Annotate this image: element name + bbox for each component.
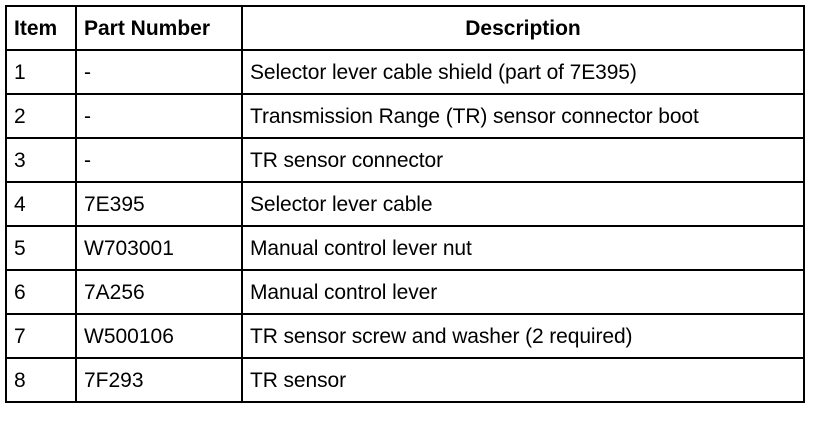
cell-item: 8 [5, 357, 77, 403]
cell-description: Selector lever cable [241, 181, 805, 227]
cell-description: TR sensor screw and washer (2 required) [241, 313, 805, 359]
table-row: 4 7E395 Selector lever cable [5, 181, 805, 227]
cell-item: 5 [5, 225, 77, 271]
table-row: 3 - TR sensor connector [5, 137, 805, 183]
cell-part-number: 7F293 [75, 357, 243, 403]
cell-item: 2 [5, 93, 77, 139]
table-row: 8 7F293 TR sensor [5, 357, 805, 403]
cell-part-number: W703001 [75, 225, 243, 271]
header-row: Item Part Number Description [5, 5, 805, 51]
table-row: 6 7A256 Manual control lever [5, 269, 805, 315]
cell-item: 7 [5, 313, 77, 359]
table-row: 5 W703001 Manual control lever nut [5, 225, 805, 271]
cell-description: Manual control lever nut [241, 225, 805, 271]
parts-table: Item Part Number Description 1 - Selecto… [5, 5, 805, 403]
cell-item: 1 [5, 49, 77, 95]
cell-part-number: W500106 [75, 313, 243, 359]
cell-item: 3 [5, 137, 77, 183]
cell-part-number: - [75, 49, 243, 95]
cell-item: 6 [5, 269, 77, 315]
cell-part-number: 7A256 [75, 269, 243, 315]
cell-part-number: 7E395 [75, 181, 243, 227]
table-header: Item Part Number Description [5, 5, 805, 51]
cell-part-number: - [75, 93, 243, 139]
header-item: Item [5, 5, 77, 51]
cell-description: Transmission Range (TR) sensor connector… [241, 93, 805, 139]
table-row: 2 - Transmission Range (TR) sensor conne… [5, 93, 805, 139]
header-part-number: Part Number [75, 5, 243, 51]
cell-description: Selector lever cable shield (part of 7E3… [241, 49, 805, 95]
table-row: 7 W500106 TR sensor screw and washer (2 … [5, 313, 805, 359]
table-row: 1 - Selector lever cable shield (part of… [5, 49, 805, 95]
header-description: Description [241, 5, 805, 51]
cell-description: TR sensor connector [241, 137, 805, 183]
cell-item: 4 [5, 181, 77, 227]
cell-description: Manual control lever [241, 269, 805, 315]
table-body: 1 - Selector lever cable shield (part of… [5, 49, 805, 403]
cell-part-number: - [75, 137, 243, 183]
cell-description: TR sensor [241, 357, 805, 403]
